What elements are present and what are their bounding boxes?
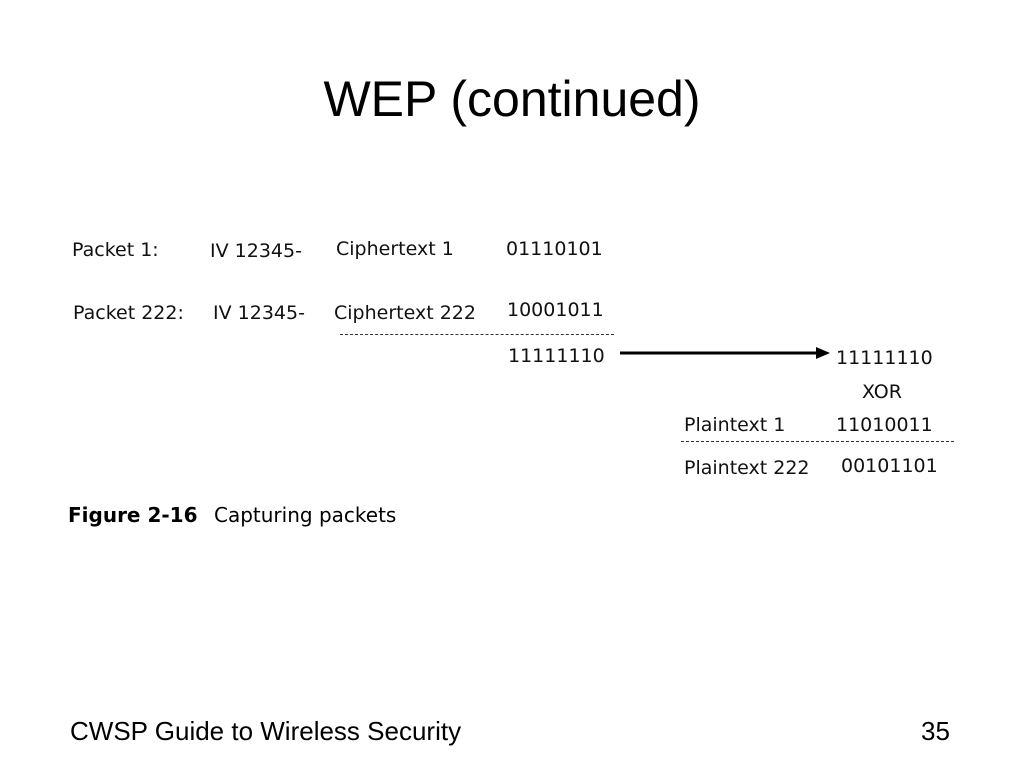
packet222-ciphertext-label: Ciphertext 222 — [334, 302, 476, 324]
plaintext222-label: Plaintext 222 — [684, 457, 810, 479]
packet1-iv: IV 12345- — [210, 240, 302, 262]
packet1-bits: 01110101 — [506, 238, 603, 260]
packet222-label: Packet 222: — [73, 302, 184, 324]
plaintext-divider — [681, 441, 954, 442]
footer-course-title: CWSP Guide to Wireless Security — [70, 716, 462, 746]
plaintext222-bits: 00101101 — [841, 455, 938, 477]
packet222-iv: IV 12345- — [213, 302, 305, 324]
figure-caption-text: Capturing packets — [214, 503, 397, 527]
packet222-bits: 10001011 — [507, 299, 604, 321]
figure-caption-number: Figure 2-16 — [68, 503, 198, 527]
plaintext1-label: Plaintext 1 — [684, 414, 786, 436]
arrow-right-icon — [620, 347, 830, 359]
slide-page-number: 35 — [921, 716, 950, 746]
slide-title: WEP (continued) — [323, 71, 701, 127]
packet1-ciphertext-label: Ciphertext 1 — [336, 238, 454, 260]
plaintext1-bits: 11010011 — [836, 414, 933, 436]
xor-label: XOR — [862, 381, 902, 403]
arrow-result-bits: 11111110 — [836, 347, 933, 369]
ciphertext-xor-result: 11111110 — [508, 345, 605, 367]
packet1-label: Packet 1: — [72, 239, 159, 261]
ciphertext-xor-divider — [340, 334, 614, 335]
